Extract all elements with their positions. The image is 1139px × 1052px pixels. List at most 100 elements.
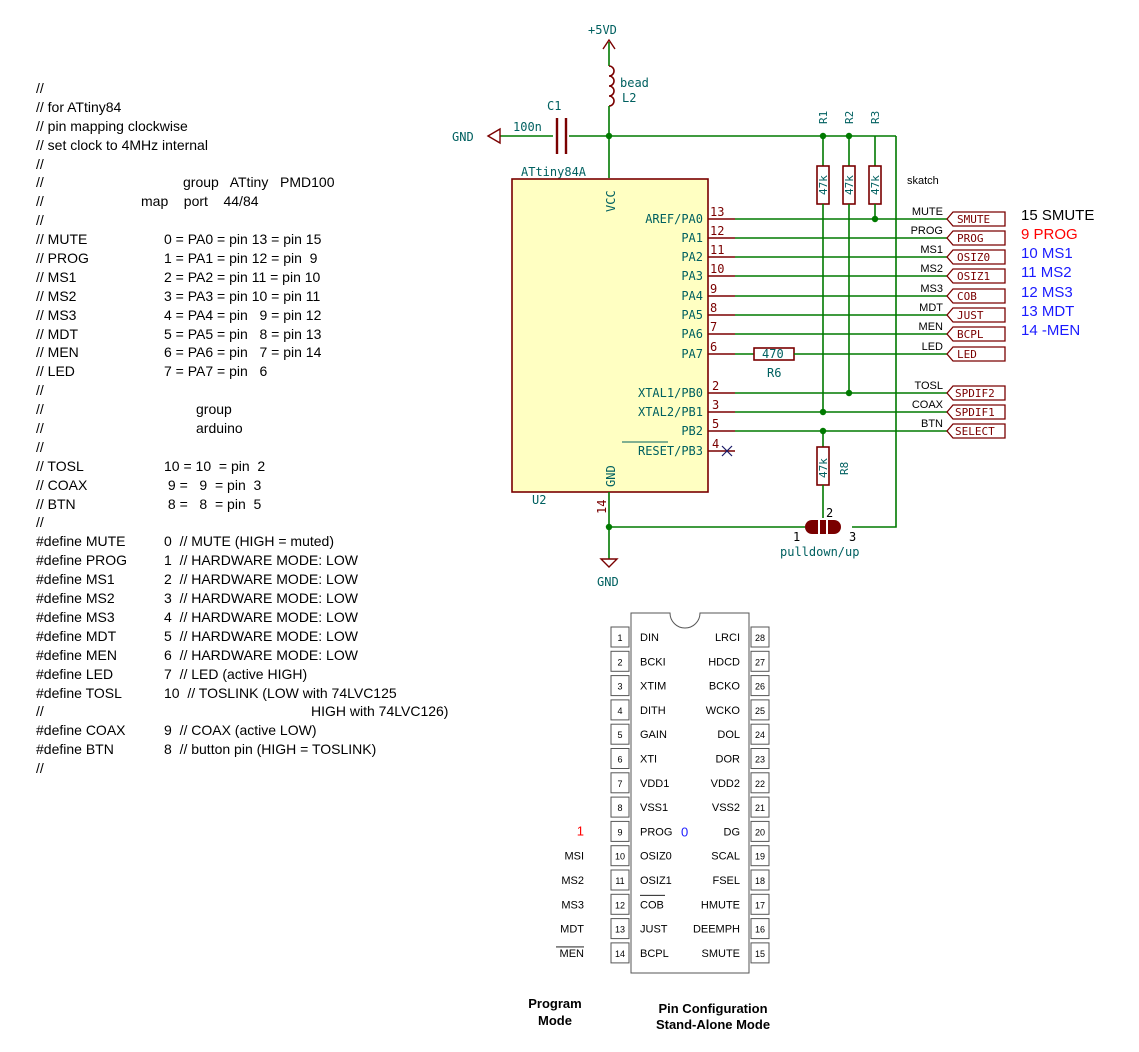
pmd-pin-label: 12 MS3	[1021, 284, 1073, 301]
pin-box	[750, 748, 770, 769]
pin-box	[750, 845, 770, 867]
code-text: // pin mapping clockwise	[36, 117, 188, 134]
pin-box	[750, 675, 770, 697]
pin-box	[610, 942, 630, 964]
pin-box	[610, 796, 630, 818]
pin-name: LRCI	[715, 632, 740, 644]
code-text: 10 // TOSLINK (LOW with 74LVC125	[164, 684, 397, 701]
jumper-pin: 1	[793, 530, 800, 544]
pin-box	[750, 869, 770, 891]
port-flag	[946, 230, 1006, 246]
pin-name: VDD2	[711, 778, 740, 790]
code-text: 1 // HARDWARE MODE: LOW	[164, 552, 358, 569]
port-label: SELECT	[955, 425, 995, 438]
pin-box	[750, 650, 770, 672]
net-label: MEN	[919, 321, 944, 333]
port-label: SPDIF1	[955, 406, 995, 419]
resistor-ref: R2	[843, 111, 856, 124]
pin-number: 13	[710, 205, 724, 219]
code-text: 8 = 8 = pin 5	[164, 495, 262, 512]
supply-label: +5VD	[588, 23, 617, 37]
jumper-pin: 2	[826, 506, 833, 520]
pin-number: 4	[617, 706, 622, 716]
code-text: //	[36, 438, 44, 455]
code-text: 8 // button pin (HIGH = TOSLINK)	[164, 741, 377, 758]
code-text: HIGH with 74LVC126)	[311, 703, 449, 720]
pin-name: WCKO	[706, 705, 741, 717]
program-mode-label: MSI	[564, 851, 584, 863]
pin-name: PA7	[681, 347, 703, 361]
rail-wire	[852, 136, 897, 528]
pin-box	[610, 699, 630, 721]
code-text: #define LED	[36, 665, 114, 682]
pin-box	[610, 723, 630, 745]
net-label: PROG	[911, 225, 943, 237]
code-text: // MDT	[36, 325, 78, 342]
program-mode-label: MS2	[561, 875, 584, 887]
code-text: // COAX	[36, 476, 88, 493]
vcc-pin-label: VCC	[604, 190, 618, 212]
pin-name: PA5	[681, 308, 703, 322]
port-flag	[946, 423, 1006, 439]
pin-name: DOR	[716, 754, 741, 766]
program-mode-label: MDT	[560, 924, 584, 936]
bead-label: bead	[620, 76, 649, 90]
code-text: #define PROG	[36, 552, 128, 569]
pin-box	[750, 626, 770, 648]
code-text: // TOSL	[36, 457, 84, 474]
code-text: // MEN	[36, 344, 79, 361]
pin-name: HMUTE	[701, 899, 740, 911]
resistor-ref: R1	[817, 111, 830, 124]
pin-number: 3	[617, 682, 622, 692]
port-flag	[946, 268, 1006, 284]
code-text: //	[36, 703, 44, 720]
caption: Mode	[538, 1013, 572, 1028]
port-label: OSIZ1	[957, 270, 990, 283]
code-text: //	[36, 420, 44, 437]
pin-name: RESET/PB3	[638, 444, 703, 458]
pin-box	[610, 893, 630, 915]
pin-name: BCPL	[640, 948, 669, 960]
pin-name: DEEMPH	[693, 924, 740, 936]
pin-name: DITH	[640, 705, 666, 717]
pin-number: 1	[617, 633, 622, 643]
pin-number: 17	[755, 900, 765, 910]
skatch-label: skatch	[907, 175, 939, 187]
pin-number: 23	[755, 755, 765, 765]
net-label: MS1	[920, 244, 943, 256]
pin-name: HDCD	[708, 656, 740, 668]
code-text: // MUTE	[36, 231, 88, 248]
pin-number: 8	[617, 803, 622, 813]
pin-name: BCKO	[709, 681, 741, 693]
port-label: COB	[957, 290, 977, 303]
pin-number: 15	[755, 949, 765, 959]
junction-dot	[871, 215, 879, 223]
code-text: // set clock to 4MHz internal	[36, 136, 208, 153]
port-flag	[946, 307, 1006, 323]
pin-name: XTI	[640, 754, 657, 766]
jumper-label: pulldown/up	[780, 545, 859, 559]
code-text: 3 = PA3 = pin 10 = pin 11	[164, 287, 321, 304]
net-label: BTN	[921, 418, 943, 430]
pin-number: 27	[755, 657, 765, 667]
pin-name: VSS1	[640, 802, 668, 814]
pin-number: 13	[615, 925, 625, 935]
code-text: //	[36, 80, 44, 96]
pin-number: 5	[617, 730, 622, 740]
pin-number: 9	[617, 827, 622, 837]
inductor-coil	[608, 65, 615, 107]
pin-number: 24	[755, 730, 765, 740]
pin-number: 21	[755, 803, 765, 813]
pin-name: PA1	[681, 231, 703, 245]
code-text: #define MEN	[36, 646, 117, 663]
supply-arrow	[602, 38, 616, 50]
prog-value: 0	[681, 824, 688, 839]
code-text: 2 = PA2 = pin 11 = pin 10	[164, 268, 321, 285]
pin-number: 14	[615, 949, 625, 959]
code-text: // MS3	[36, 306, 77, 323]
pmd-pin-label: 13 MDT	[1021, 303, 1074, 320]
junction-dot	[845, 389, 853, 397]
jumper-pad	[820, 520, 826, 534]
ic-package	[630, 612, 750, 974]
pin-number: 12	[710, 224, 724, 238]
